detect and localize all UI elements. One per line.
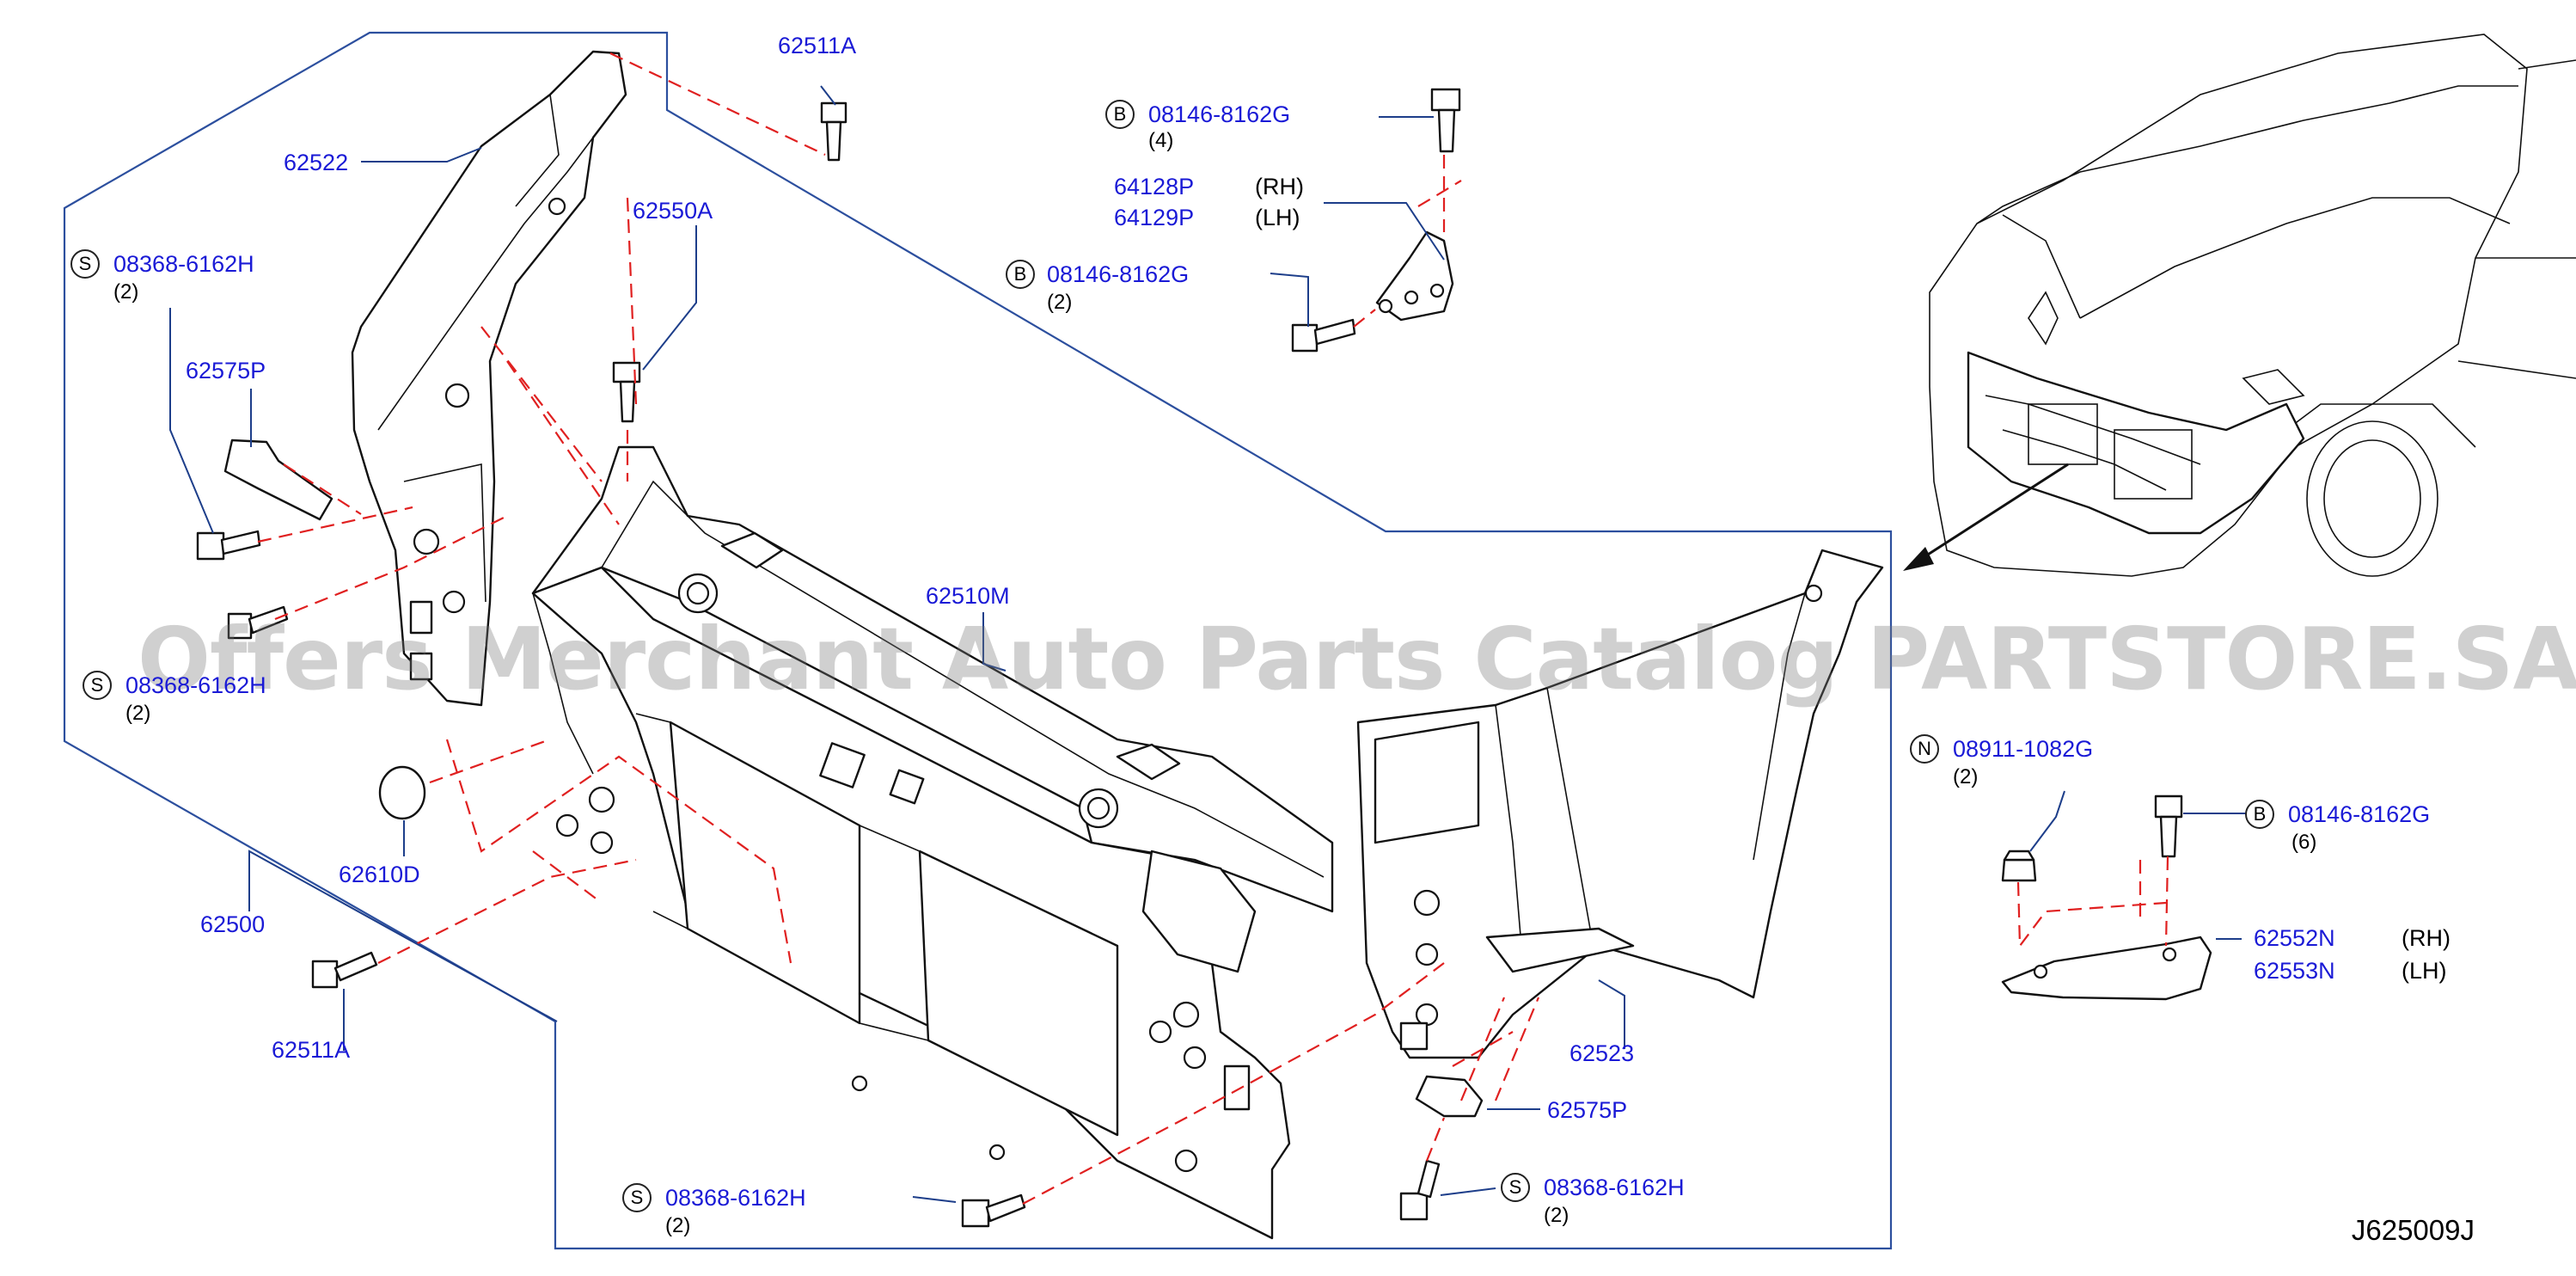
side-lh-64129P: (LH) (1255, 205, 1300, 230)
leader-lines (169, 85, 2247, 1203)
bolt-08146-top (1430, 88, 1461, 153)
assembly-frame-outline (63, 31, 1893, 1250)
side-bracket-62522 (351, 50, 627, 707)
side-rh-62552N: (RH) (2402, 925, 2451, 951)
label-08911[interactable]: 08911-1082G (1953, 736, 2094, 762)
badge-n-1: N (1910, 734, 1939, 764)
label-64128P[interactable]: 64128P (1114, 174, 1195, 199)
clip-62575P-left (223, 439, 333, 521)
screw-08368-bottom-right (1399, 1159, 1441, 1221)
qty-08368-4: (2) (1544, 1204, 1569, 1227)
watermark-text: Offers Merchant Auto Parts Catalog PARTS… (138, 609, 2576, 709)
label-62510M[interactable]: 62510M (926, 583, 1010, 609)
side-bracket-62523 (1356, 549, 1884, 1059)
qty-08146-right: (6) (2291, 831, 2317, 854)
plug-62610D (378, 765, 426, 820)
bolt-62511A-top (820, 101, 847, 162)
badge-b-right: B (2245, 800, 2274, 829)
bracket-64128P (1375, 230, 1454, 322)
label-64129P[interactable]: 64129P (1114, 205, 1195, 230)
label-62500[interactable]: 62500 (200, 911, 266, 937)
label-62523[interactable]: 62523 (1569, 1040, 1635, 1066)
bolt-62550A (612, 361, 641, 423)
bracket-62552N (2001, 936, 2212, 1001)
label-62610D[interactable]: 62610D (339, 862, 420, 887)
qty-08368-1: (2) (113, 280, 139, 304)
core-support-62500 (531, 566, 1291, 1240)
label-62511A-top[interactable]: 62511A (778, 33, 857, 58)
side-rh-64128P: (RH) (1255, 174, 1304, 199)
upper-support-62510M (531, 445, 1334, 913)
vehicle-overview-illustration (1903, 34, 2576, 577)
label-08146-top[interactable]: 08146-8162G (1148, 101, 1291, 127)
label-08368-2[interactable]: 08368-6162H (125, 672, 266, 698)
clip-62575P-right (1415, 1075, 1484, 1118)
label-62553N[interactable]: 62553N (2254, 958, 2335, 984)
bolt-62511A-bottom (311, 951, 378, 989)
badge-s-1: S (70, 249, 100, 279)
label-62550A[interactable]: 62550A (633, 198, 713, 224)
bolt-08146-right (2154, 794, 2183, 858)
screw-08368-left-upper (196, 530, 261, 561)
qty-08368-2: (2) (125, 702, 151, 725)
badge-b-mid: B (1006, 260, 1035, 289)
nut-08911 (2001, 850, 2037, 882)
side-lh-62553N: (LH) (2402, 958, 2447, 984)
label-62575P-left[interactable]: 62575P (186, 358, 266, 383)
screw-08368-bottom-center (961, 1193, 1026, 1228)
label-62575P-right[interactable]: 62575P (1547, 1097, 1628, 1123)
badge-s-2: S (83, 671, 112, 700)
badge-s-4: S (1501, 1173, 1530, 1202)
label-08146-mid[interactable]: 08146-8162G (1047, 261, 1190, 287)
label-62552N[interactable]: 62552N (2254, 925, 2335, 951)
bolt-08146-mid (1291, 318, 1356, 353)
label-08146-right[interactable]: 08146-8162G (2288, 801, 2431, 827)
qty-08911: (2) (1953, 765, 1979, 788)
label-08368-1[interactable]: 08368-6162H (113, 251, 254, 277)
qty-08368-3: (2) (665, 1214, 691, 1237)
qty-08146-top: (4) (1148, 129, 1174, 152)
badge-s-3: S (622, 1183, 652, 1212)
label-62511A-bottom[interactable]: 62511A (272, 1037, 351, 1063)
qty-08146-mid: (2) (1047, 291, 1073, 314)
label-08368-4[interactable]: 08368-6162H (1544, 1175, 1685, 1200)
badge-b-top: B (1105, 100, 1135, 129)
diagram-reference-code: J625009J (2351, 1214, 2475, 1246)
screw-08368-left-lower (227, 605, 289, 640)
label-62522[interactable]: 62522 (284, 150, 349, 175)
label-08368-3[interactable]: 08368-6162H (665, 1185, 806, 1211)
assembly-lines (257, 52, 2169, 1205)
